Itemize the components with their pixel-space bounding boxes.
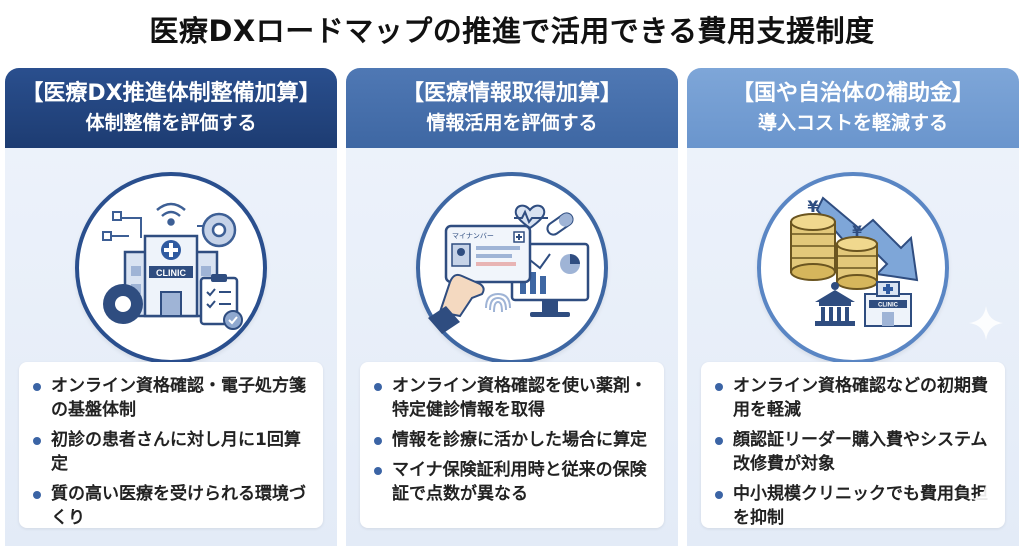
list-item: 情報を診療に活かした場合に算定 — [374, 428, 654, 452]
heart-icon — [514, 204, 548, 230]
bullet-icon — [715, 437, 723, 445]
panel-subtitle: 導入コストを軽減する — [757, 112, 948, 134]
list-item: 初診の患者さんに対し月に1回算定 — [33, 428, 313, 476]
panel-header: 【国や自治体の補助金】 導入コストを軽減する — [687, 68, 1019, 148]
sparkle-icon — [971, 484, 1001, 514]
panel-title: 【国や自治体の補助金】 — [731, 81, 974, 106]
wifi-icon — [156, 202, 186, 226]
bullet-icon — [715, 383, 723, 391]
panel-subtitle: 情報活用を評価する — [426, 112, 598, 134]
bullet-icon — [33, 437, 41, 445]
bullet-icon — [374, 437, 382, 445]
government-building-icon — [815, 282, 855, 326]
clinic-icon: CLINIC — [864, 281, 912, 327]
list-item: オンライン資格確認を使い薬剤・特定健診情報を取得 — [374, 374, 654, 422]
card-icon: マイナンバー — [444, 224, 532, 284]
svg-text:CLINIC: CLINIC — [878, 303, 899, 309]
list-item: オンライン資格確認などの初期費用を軽減 — [715, 374, 995, 422]
panel-title: 【医療情報取得加算】 — [401, 81, 622, 106]
svg-text:¥: ¥ — [852, 224, 862, 240]
panel-subtitle: 体制整備を評価する — [85, 112, 257, 134]
card-illustration: マイナンバー — [416, 172, 608, 364]
sparkle-icon — [969, 306, 1003, 340]
clinic-illustration: CLINIC — [75, 172, 267, 364]
svg-text:¥: ¥ — [807, 197, 818, 216]
panel-header: 【医療情報取得加算】 情報活用を評価する — [346, 68, 678, 148]
list-item: 中小規模クリニックでも費用負担を抑制 — [715, 482, 995, 530]
panel-subsidies: 【国や自治体の補助金】 導入コストを軽減する ¥ ¥ — [687, 68, 1019, 546]
list-item: 顔認証リーダー購入費やシステム改修費が対象 — [715, 428, 995, 476]
svg-text:CLINIC: CLINIC — [156, 268, 186, 278]
gear-icon — [201, 212, 237, 248]
bullet-icon — [33, 383, 41, 391]
bullet-icon — [715, 491, 723, 499]
list-item: オンライン資格確認・電子処方箋の基盤体制 — [33, 374, 313, 422]
panel-header: 【医療DX推進体制整備加算】 体制整備を評価する — [5, 68, 337, 148]
bullet-icon — [374, 467, 382, 475]
feature-list: オンライン資格確認・電子処方箋の基盤体制 初診の患者さんに対し月に1回算定 質の… — [19, 362, 323, 528]
hand-icon — [428, 273, 485, 334]
bullet-icon — [33, 491, 41, 499]
panel-title: 【医療DX推進体制整備加算】 — [21, 81, 321, 106]
bullet-icon — [374, 383, 382, 391]
feature-list: オンライン資格確認などの初期費用を軽減 顔認証リーダー購入費やシステム改修費が対… — [701, 362, 1005, 528]
panel-info-acquisition: 【医療情報取得加算】 情報活用を評価する — [346, 68, 678, 546]
pill-icon — [546, 212, 574, 236]
yen-coins-icon: ¥ ¥ — [790, 197, 878, 290]
page-title: 医療DXロードマップの推進で活用できる費用支援制度 — [149, 14, 875, 48]
list-item: 質の高い医療を受けられる環境づくり — [33, 482, 313, 530]
checklist-icon — [199, 274, 243, 330]
fingerprint-icon — [485, 292, 511, 313]
list-item: マイナ保険証利用時と従来の保険証で点数が異なる — [374, 458, 654, 506]
svg-text:マイナンバー: マイナンバー — [452, 232, 494, 240]
feature-list: オンライン資格確認を使い薬剤・特定健診情報を取得 情報を診療に活かした場合に算定… — [360, 362, 664, 528]
subsidy-illustration: ¥ ¥ — [757, 172, 949, 364]
panel-dx-promotion: 【医療DX推進体制整備加算】 体制整備を評価する — [5, 68, 337, 546]
